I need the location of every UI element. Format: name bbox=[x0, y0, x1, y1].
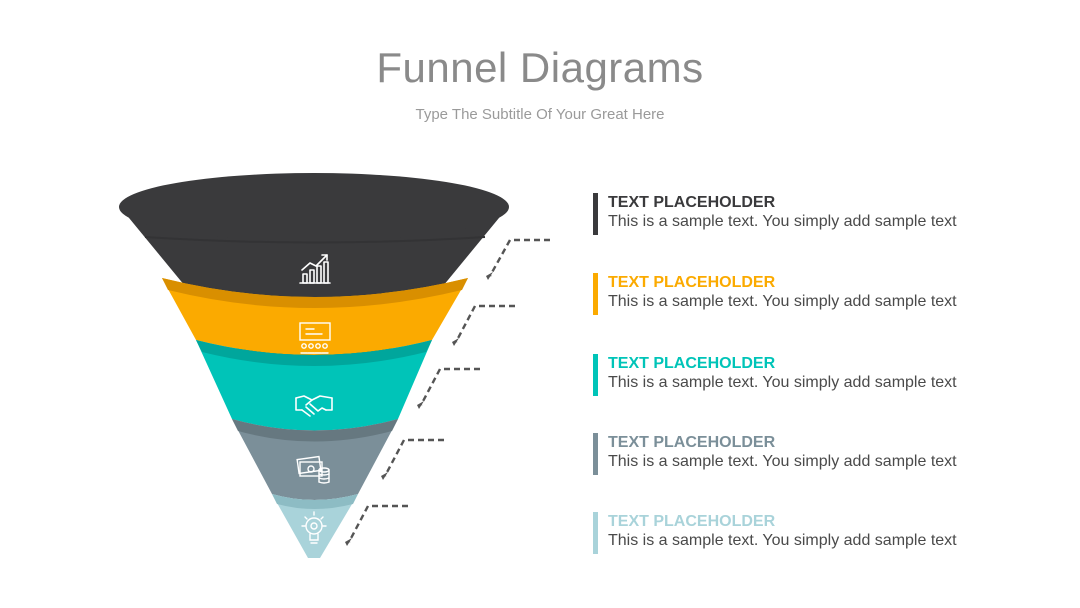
connector-5 bbox=[347, 504, 408, 543]
level-text: This is a sample text. You simply add sa… bbox=[608, 453, 957, 470]
funnel-level-4 bbox=[232, 419, 398, 500]
funnel-segment-3 bbox=[196, 340, 432, 431]
connector-arrows bbox=[347, 238, 550, 543]
funnel-level-5 bbox=[272, 494, 358, 558]
level-title: TEXT PLACEHOLDER bbox=[608, 274, 776, 291]
presentation-icon bbox=[299, 322, 331, 354]
level-item-3: TEXT PLACEHOLDER This is a sample text. … bbox=[593, 354, 1053, 396]
money-icon bbox=[296, 455, 330, 484]
level-title: TEXT PLACEHOLDER bbox=[608, 434, 776, 451]
connector-4 bbox=[383, 438, 444, 477]
connector-arrowheads bbox=[345, 272, 493, 546]
growth-chart-icon bbox=[299, 254, 331, 284]
connector-1 bbox=[488, 238, 550, 277]
idea-bulb-icon bbox=[301, 511, 327, 544]
funnel-segment-5 bbox=[272, 494, 358, 558]
level-item-1: TEXT PLACEHOLDER This is a sample text. … bbox=[593, 193, 1053, 235]
level-text: This is a sample text. You simply add sa… bbox=[608, 213, 957, 230]
level-item-2: TEXT PLACEHOLDER This is a sample text. … bbox=[593, 273, 1053, 315]
page-subtitle: Type The Subtitle Of Your Great Here bbox=[415, 106, 665, 123]
handshake-icon bbox=[295, 395, 333, 417]
level-text: This is a sample text. You simply add sa… bbox=[608, 293, 957, 310]
connector-3 bbox=[419, 367, 480, 406]
level-item-4: TEXT PLACEHOLDER This is a sample text. … bbox=[593, 433, 1053, 475]
funnel-level-2 bbox=[162, 278, 468, 355]
level-title: TEXT PLACEHOLDER bbox=[608, 194, 776, 211]
level-title: TEXT PLACEHOLDER bbox=[608, 355, 776, 372]
level-text: This is a sample text. You simply add sa… bbox=[608, 374, 957, 391]
connector-2 bbox=[454, 304, 515, 343]
level-text: This is a sample text. You simply add sa… bbox=[608, 532, 957, 549]
funnel-segment-4 bbox=[232, 419, 398, 500]
page-title: Funnel Diagrams bbox=[376, 44, 704, 91]
funnel-segment-1-top bbox=[119, 173, 509, 241]
level-title: TEXT PLACEHOLDER bbox=[608, 513, 776, 530]
level-item-5: TEXT PLACEHOLDER This is a sample text. … bbox=[593, 512, 1053, 554]
funnel-level-3 bbox=[196, 340, 432, 431]
